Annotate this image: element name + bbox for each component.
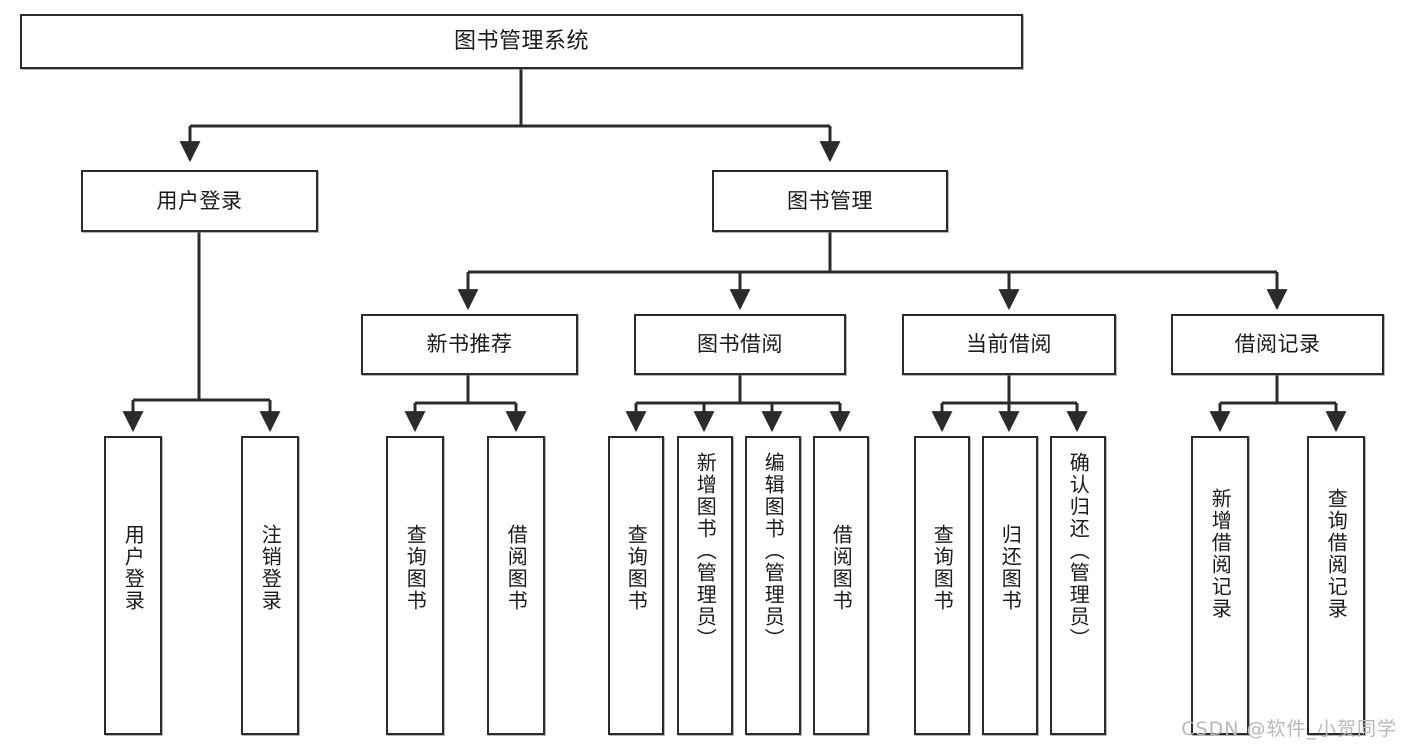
leaf-user-login-signin[interactable]: 用户登录 <box>104 436 162 735</box>
leaf-current-return-book[interactable]: 归还图书 <box>982 436 1038 735</box>
node-user-login[interactable]: 用户登录 <box>81 170 318 232</box>
node-book-borrow-label: 图书借阅 <box>697 332 783 357</box>
leaf-label: 编辑图书（管理员） <box>761 452 786 650</box>
node-borrow-record-label: 借阅记录 <box>1234 332 1321 357</box>
leaf-label: 新增借阅记录 <box>1208 488 1233 620</box>
node-new-book-recommend[interactable]: 新书推荐 <box>361 314 578 375</box>
leaf-label: 借阅图书 <box>829 524 854 612</box>
leaf-borrow-query-book[interactable]: 查询图书 <box>608 436 664 735</box>
leaf-user-login-signout[interactable]: 注销登录 <box>241 436 299 735</box>
leaf-recommend-borrow-book[interactable]: 借阅图书 <box>487 436 545 735</box>
watermark: CSDN @软件_小贺同学 <box>1181 718 1397 740</box>
leaf-label: 用户登录 <box>121 524 146 612</box>
leaf-borrow-add-book-admin[interactable]: 新增图书（管理员） <box>677 436 733 735</box>
leaf-label: 查询图书 <box>624 524 649 612</box>
leaf-label: 借阅图书 <box>504 524 529 612</box>
node-current-borrow[interactable]: 当前借阅 <box>902 314 1116 375</box>
leaf-label: 新增图书（管理员） <box>693 452 718 650</box>
leaf-label: 查询借阅记录 <box>1324 488 1349 620</box>
leaf-current-query-book[interactable]: 查询图书 <box>914 436 970 735</box>
leaf-current-confirm-return-admin[interactable]: 确认归还（管理员） <box>1050 436 1106 735</box>
leaf-recommend-query-book[interactable]: 查询图书 <box>386 436 444 735</box>
node-current-borrow-label: 当前借阅 <box>966 332 1052 357</box>
leaf-label: 确认归还（管理员） <box>1066 452 1091 650</box>
leaf-label: 查询图书 <box>930 524 955 612</box>
node-book-management[interactable]: 图书管理 <box>712 170 948 232</box>
node-book-borrow[interactable]: 图书借阅 <box>634 314 846 375</box>
node-root-label: 图书管理系统 <box>453 28 589 54</box>
node-user-login-label: 用户登录 <box>156 188 243 213</box>
leaf-record-query-record[interactable]: 查询借阅记录 <box>1307 436 1365 735</box>
node-root[interactable]: 图书管理系统 <box>20 14 1023 69</box>
leaf-label: 注销登录 <box>258 524 283 612</box>
leaf-label: 查询图书 <box>403 524 428 612</box>
node-new-book-recommend-label: 新书推荐 <box>426 332 513 357</box>
leaf-borrow-borrow-book[interactable]: 借阅图书 <box>813 436 869 735</box>
node-borrow-record[interactable]: 借阅记录 <box>1171 314 1384 375</box>
node-book-management-label: 图书管理 <box>787 188 873 213</box>
leaf-record-add-record[interactable]: 新增借阅记录 <box>1191 436 1249 735</box>
leaf-label: 归还图书 <box>998 524 1023 612</box>
leaf-borrow-edit-book-admin[interactable]: 编辑图书（管理员） <box>745 436 801 735</box>
